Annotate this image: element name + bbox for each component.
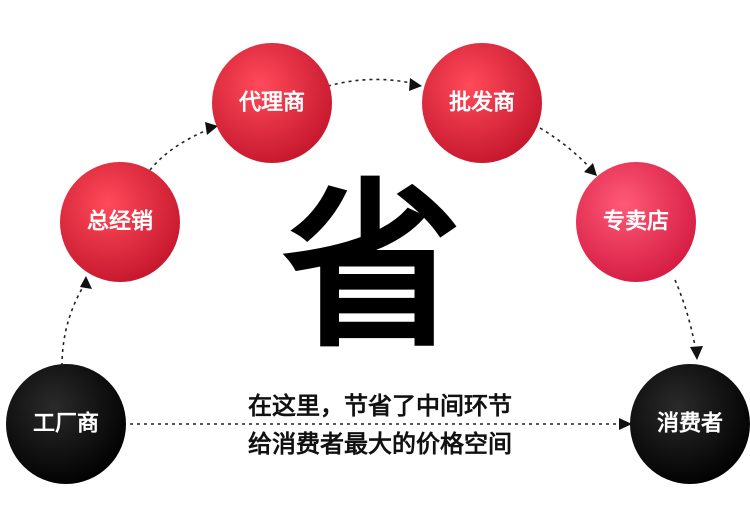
node-specialty-store: 专卖店 (576, 162, 696, 282)
caption-line-2: 给消费者最大的价格空间 (248, 430, 512, 458)
node-label: 代理商 (238, 90, 305, 116)
node-circle (212, 43, 332, 163)
caption-line-1: 在这里，节省了中间环节 (248, 392, 512, 420)
node-circle (576, 162, 696, 282)
node-label: 总经销 (87, 209, 153, 235)
node-circle (6, 364, 126, 484)
connector-general-distributor-to-agent (149, 122, 218, 171)
connector-agent-to-wholesaler (327, 78, 422, 91)
node-circle (60, 162, 180, 282)
node-wholesaler: 批发商 (422, 43, 542, 163)
connector-specialty-store-to-consumer (674, 279, 703, 360)
node-label: 消费者 (657, 412, 723, 437)
arrow-head (205, 122, 218, 135)
arrow-head (584, 163, 597, 176)
node-circle (630, 364, 750, 484)
center-character: 省 (282, 164, 462, 373)
connector-factory-to-consumer (130, 418, 632, 430)
node-label: 专卖店 (603, 209, 669, 235)
node-general-distributor: 总经销 (60, 162, 180, 282)
node-label: 工厂商 (33, 411, 99, 437)
arrow-head (690, 346, 703, 360)
arrow-head (409, 78, 422, 91)
arrow-head (619, 418, 632, 430)
node-factory: 工厂商 (6, 364, 126, 484)
node-label: 批发商 (449, 90, 515, 116)
node-consumer: 消费者 (630, 364, 750, 484)
connector-factory-to-general-distributor (61, 276, 92, 367)
connector-wholesaler-to-specialty-store (539, 127, 597, 176)
node-agent: 代理商 (212, 43, 332, 163)
arrow-head (80, 276, 92, 289)
node-circle (422, 43, 542, 163)
